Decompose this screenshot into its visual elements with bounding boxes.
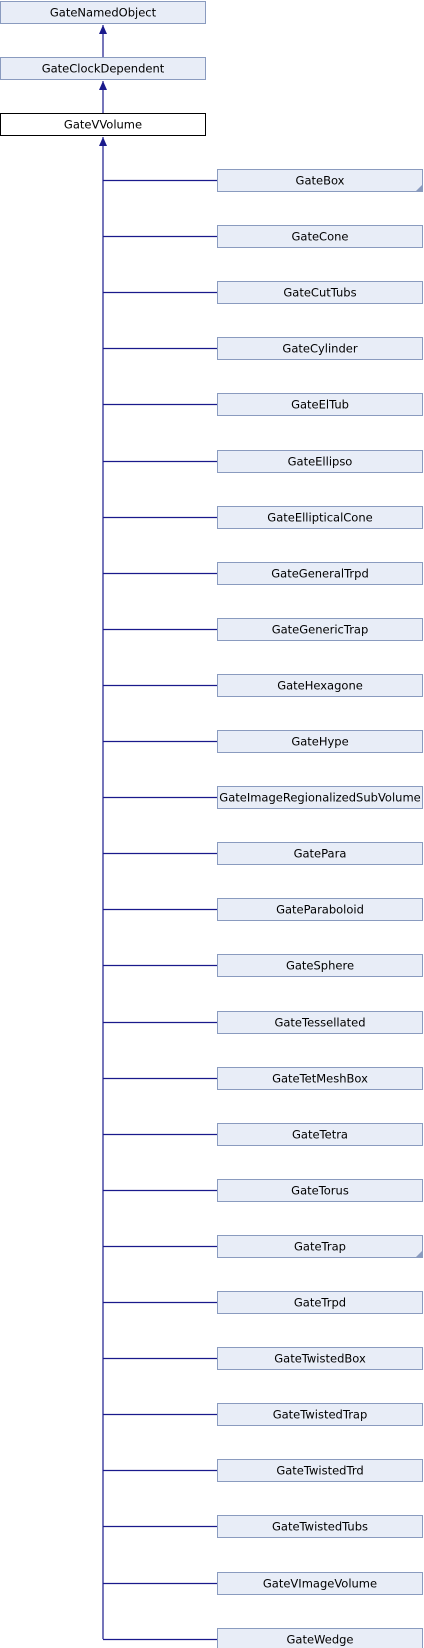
class-node-box: [217, 954, 423, 977]
class-node-gate-elliptical-cone[interactable]: GateEllipticalCone: [217, 506, 423, 529]
class-node-gate-vimage-volume[interactable]: GateVImageVolume: [217, 1572, 423, 1595]
class-node-box: [217, 1459, 423, 1482]
class-node-label: GateEllipticalCone: [267, 511, 372, 525]
class-node-gate-tetra[interactable]: GateTetra: [217, 1123, 423, 1146]
class-node-label: GateTwistedBox: [274, 1352, 366, 1366]
class-node-gate-para[interactable]: GatePara: [217, 842, 423, 865]
more-derived-triangle-icon: [416, 185, 422, 191]
class-node-label: GateWedge: [287, 1633, 354, 1647]
class-node-box: [217, 1179, 423, 1202]
class-node-label: GatePara: [294, 847, 347, 861]
class-node-gate-named-object[interactable]: GateNamedObject: [0, 1, 206, 24]
class-node-label: GateCylinder: [282, 342, 357, 356]
class-node-box: [217, 1123, 423, 1146]
class-node-box: [217, 1515, 423, 1538]
class-node-gate-wedge[interactable]: GateWedge: [217, 1628, 423, 1648]
class-node-label: GateTetra: [292, 1128, 348, 1142]
class-node-label: GateVVolume: [64, 118, 142, 132]
class-node-label: GateElTub: [291, 398, 349, 412]
class-node-box: [217, 898, 423, 921]
class-node-box: [217, 786, 423, 809]
class-node-label: GateHype: [291, 735, 348, 749]
class-node-box: [0, 113, 206, 136]
class-node-label: GateTrap: [294, 1240, 346, 1254]
inheritance-arrowhead: [99, 25, 107, 34]
class-node-gate-clock-dependent[interactable]: GateClockDependent: [0, 57, 206, 80]
class-node-gate-twisted-trd[interactable]: GateTwistedTrd: [217, 1459, 423, 1482]
inheritance-arrowhead: [99, 137, 107, 146]
class-node-box: [0, 1, 206, 24]
class-node-gate-torus[interactable]: GateTorus: [217, 1179, 423, 1202]
class-node-label: GateTwistedTrd: [276, 1464, 363, 1478]
class-node-box: [217, 450, 423, 473]
class-node-box: [217, 562, 423, 585]
class-node-box: [217, 1011, 423, 1034]
class-node-label: GateBox: [296, 174, 345, 188]
class-node-gate-twisted-trap[interactable]: GateTwistedTrap: [217, 1403, 423, 1426]
class-node-gate-cone[interactable]: GateCone: [217, 225, 423, 248]
class-node-gate-tet-mesh-box[interactable]: GateTetMeshBox: [217, 1067, 423, 1090]
class-node-label: GateImageRegionalizedSubVolume: [219, 791, 420, 805]
class-node-label: GateClockDependent: [42, 62, 165, 76]
class-node-gate-generic-trap[interactable]: GateGenericTrap: [217, 618, 423, 641]
class-node-gate-trap[interactable]: GateTrap: [217, 1235, 423, 1258]
class-node-label: GateNamedObject: [50, 6, 157, 20]
class-node-box: [217, 225, 423, 248]
class-node-label: GateParaboloid: [276, 903, 364, 917]
class-node-box: [217, 1572, 423, 1595]
class-node-box: [217, 1347, 423, 1370]
class-node-box: [217, 506, 423, 529]
class-node-label: GateTessellated: [274, 1016, 365, 1030]
class-node-box: [217, 1628, 423, 1648]
class-node-gate-twisted-tubs[interactable]: GateTwistedTubs: [217, 1515, 423, 1538]
class-node-label: GateHexagone: [277, 679, 363, 693]
class-node-gate-paraboloid[interactable]: GateParaboloid: [217, 898, 423, 921]
class-node-box: [217, 730, 423, 753]
class-node-gate-hype[interactable]: GateHype: [217, 730, 423, 753]
class-node-box: [217, 281, 423, 304]
class-node-label: GateCone: [292, 230, 349, 244]
class-node-box: [217, 674, 423, 697]
class-node-box: [217, 1235, 423, 1258]
class-node-label: GateTetMeshBox: [272, 1072, 368, 1086]
class-node-label: GateTwistedTubs: [272, 1520, 368, 1534]
class-node-box: [217, 337, 423, 360]
class-node-gate-image-regionalized-sub-volume[interactable]: GateImageRegionalizedSubVolume: [217, 786, 423, 809]
class-node-gate-cut-tubs[interactable]: GateCutTubs: [217, 281, 423, 304]
inheritance-arrowhead: [99, 81, 107, 90]
class-node-box: [217, 1067, 423, 1090]
class-node-gate-box[interactable]: GateBox: [217, 169, 423, 192]
class-node-box: [217, 618, 423, 641]
class-node-label: GateTorus: [291, 1184, 349, 1198]
class-node-box: [217, 1403, 423, 1426]
class-node-label: GateGenericTrap: [272, 623, 369, 637]
inheritance-edges: [99, 25, 217, 1641]
class-node-gate-tessellated[interactable]: GateTessellated: [217, 1011, 423, 1034]
class-node-gate-el-tub[interactable]: GateElTub: [217, 393, 423, 416]
class-node-label: GateEllipso: [288, 455, 353, 469]
class-node-label: GateVImageVolume: [263, 1577, 377, 1591]
class-node-gate-cylinder[interactable]: GateCylinder: [217, 337, 423, 360]
class-node-label: GateTwistedTrap: [273, 1408, 368, 1422]
class-node-label: GateSphere: [286, 959, 354, 973]
class-node-gate-trpd[interactable]: GateTrpd: [217, 1291, 423, 1314]
class-node-box: [217, 842, 423, 865]
class-node-gate-vvolume[interactable]: GateVVolume: [0, 113, 206, 136]
class-node-box: [217, 1291, 423, 1314]
class-node-label: GateCutTubs: [283, 286, 356, 300]
class-node-box: [0, 57, 206, 80]
class-node-box: [217, 169, 423, 192]
class-node-label: GateGeneralTrpd: [271, 567, 369, 581]
class-node-gate-hexagone[interactable]: GateHexagone: [217, 674, 423, 697]
class-node-gate-ellipso[interactable]: GateEllipso: [217, 450, 423, 473]
more-derived-triangle-icon: [416, 1251, 422, 1257]
class-node-gate-sphere[interactable]: GateSphere: [217, 954, 423, 977]
class-node-label: GateTrpd: [294, 1296, 346, 1310]
class-node-gate-twisted-box[interactable]: GateTwistedBox: [217, 1347, 423, 1370]
class-node-gate-general-trpd[interactable]: GateGeneralTrpd: [217, 562, 423, 585]
class-node-box: [217, 393, 423, 416]
